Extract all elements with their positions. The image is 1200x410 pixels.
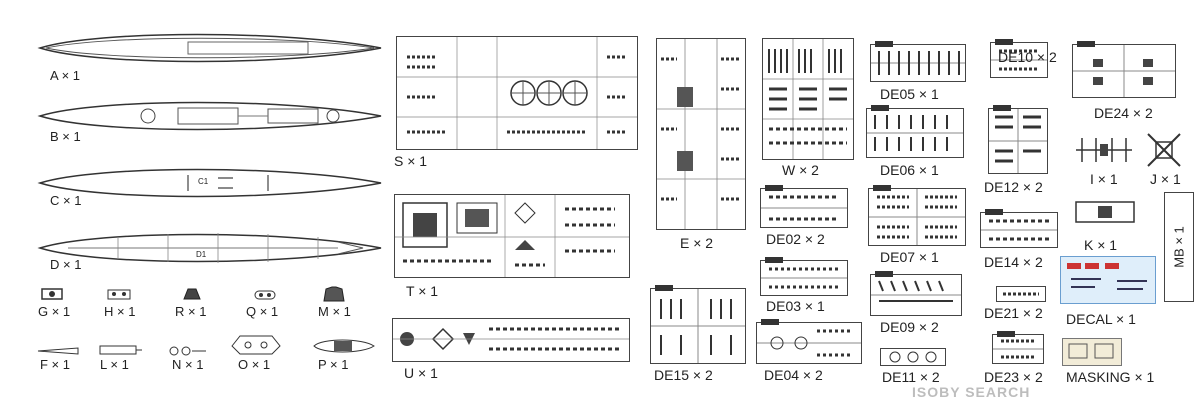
part-label-e: E × 2 <box>680 235 714 251</box>
part-label-de03: DE03 × 1 <box>766 298 825 314</box>
part-label-m: M × 1 <box>318 304 351 319</box>
part-label-mb: MB × 1 <box>1171 226 1187 268</box>
small-part-n <box>169 346 206 356</box>
part-label-de02: DE02 × 2 <box>766 231 825 247</box>
sprue-de09 <box>870 271 962 316</box>
part-label-g: G × 1 <box>38 304 71 319</box>
watermark: ISOBY SEARCH <box>912 384 1031 400</box>
sprue-de10 <box>990 39 1048 78</box>
decal-sheet <box>1060 256 1156 304</box>
sprue-s <box>396 36 638 150</box>
hull-part-c <box>37 168 382 198</box>
part-label-i: I × 1 <box>1090 171 1118 187</box>
part-label-decal: DECAL × 1 <box>1066 311 1136 327</box>
sprue-de14 <box>980 209 1058 248</box>
small-part-m <box>323 286 345 302</box>
part-label-s: S × 1 <box>394 153 428 169</box>
sprue-de21 <box>996 286 1046 302</box>
sprue-de24 <box>1072 41 1176 98</box>
part-label-o: O × 1 <box>238 357 271 372</box>
part-label-de21: DE21 × 2 <box>984 305 1043 321</box>
small-part-r <box>183 288 201 300</box>
small-part-h <box>107 289 131 300</box>
part-label-p: P × 1 <box>318 357 349 372</box>
sprue-de05 <box>870 41 966 82</box>
part-label-de07: DE07 × 1 <box>880 249 939 265</box>
part-label-q: Q × 1 <box>246 304 279 319</box>
small-part-k <box>1075 201 1135 223</box>
part-label-r: R × 1 <box>175 304 207 319</box>
part-label-de09: DE09 × 2 <box>880 319 939 335</box>
sprue-de23 <box>992 331 1044 364</box>
small-part-i <box>1076 138 1132 162</box>
small-part-g <box>41 288 63 300</box>
sprue-e <box>656 38 746 230</box>
part-label-f: F × 1 <box>40 357 70 372</box>
part-label-de14: DE14 × 2 <box>984 254 1043 270</box>
part-label-de10: DE10 × 2 <box>998 49 1057 65</box>
small-part-f <box>37 347 79 355</box>
part-label-u: U × 1 <box>404 365 438 381</box>
hull-part-a <box>37 33 382 63</box>
sprue-de02 <box>760 185 848 228</box>
part-label-w: W × 2 <box>782 162 819 178</box>
hull-mark-d: D1 <box>196 250 207 259</box>
part-label-de24: DE24 × 2 <box>1094 105 1153 121</box>
part-label-d: D × 1 <box>50 257 82 272</box>
part-label-k: K × 1 <box>1084 237 1118 253</box>
sprue-de12 <box>988 105 1048 174</box>
part-label-de05: DE05 × 1 <box>880 86 939 102</box>
sprue-de04 <box>756 319 862 364</box>
part-label-c: C × 1 <box>50 193 82 208</box>
part-label-masking: MASKING × 1 <box>1066 369 1155 385</box>
part-label-n: N × 1 <box>172 357 204 372</box>
small-part-l <box>99 345 142 355</box>
sprue-w <box>762 38 854 160</box>
sprue-de07 <box>868 185 966 246</box>
small-part-p <box>313 339 375 353</box>
hull-mark-c: C1 <box>198 177 209 186</box>
part-label-l: L × 1 <box>100 357 129 372</box>
part-label-de15: DE15 × 2 <box>654 367 713 383</box>
sprue-u <box>392 318 630 362</box>
sprue-de11 <box>880 348 946 366</box>
small-part-q <box>254 290 276 300</box>
part-label-de23: DE23 × 2 <box>984 369 1043 385</box>
part-label-a: A × 1 <box>50 68 80 83</box>
part-label-t: T × 1 <box>406 283 439 299</box>
masking-sheet <box>1062 338 1122 366</box>
metal-barrel-card: MB × 1 <box>1164 192 1194 302</box>
part-label-j: J × 1 <box>1150 171 1181 187</box>
part-label-b: B × 1 <box>50 129 81 144</box>
small-part-o <box>231 335 281 355</box>
small-part-j <box>1147 133 1181 167</box>
sprue-de06 <box>866 105 964 158</box>
hull-part-b <box>37 101 382 131</box>
part-label-de12: DE12 × 2 <box>984 179 1043 195</box>
part-label-de04: DE04 × 2 <box>764 367 823 383</box>
sprue-de15 <box>650 285 746 364</box>
hull-part-d <box>37 233 382 263</box>
sprue-de03 <box>760 257 848 296</box>
part-label-h: H × 1 <box>104 304 136 319</box>
part-label-de11: DE11 × 2 <box>882 369 940 385</box>
sprue-t <box>394 194 630 278</box>
part-label-de06: DE06 × 1 <box>880 162 939 178</box>
